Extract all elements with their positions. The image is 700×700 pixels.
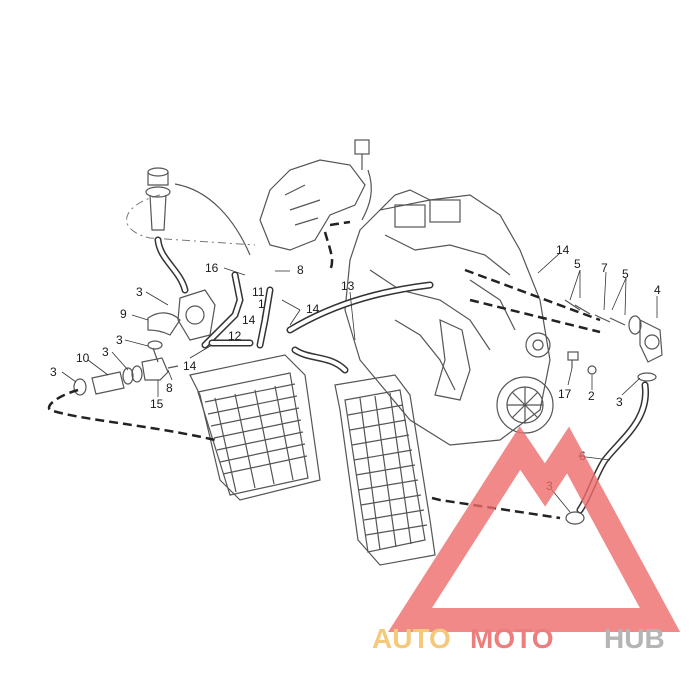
engine-block (344, 189, 554, 446)
callout-5-b: 5 (622, 267, 629, 281)
callout-3-far-left: 3 (50, 365, 57, 379)
callout-15: 15 (150, 397, 164, 411)
filler-cap (145, 167, 189, 294)
callout-3-left-mid: 3 (116, 333, 123, 347)
right-radiator (334, 374, 436, 566)
callout-3-thermostat: 3 (136, 285, 143, 299)
callout-1: 1 (258, 297, 265, 311)
dashed-hose-left (47, 388, 216, 442)
callout-14-lower: 14 (183, 359, 197, 373)
callout-14-mid: 14 (306, 302, 320, 316)
callout-14-left: 14 (242, 313, 256, 327)
callout-13: 13 (341, 279, 355, 293)
watermark-auto: AUTO (372, 623, 451, 654)
watermark-triangle-icon (388, 426, 681, 632)
thermostat-housing (147, 289, 216, 341)
callout-8-top: 8 (297, 263, 304, 277)
callout-7: 7 (601, 261, 608, 275)
callout-16: 16 (205, 261, 219, 275)
sensor-fittings (567, 351, 597, 375)
callout-3-right: 3 (616, 395, 623, 409)
callout-2: 2 (588, 389, 595, 403)
callout-10: 10 (76, 351, 90, 365)
dashed-hose-top (323, 220, 351, 271)
callout-4: 4 (654, 283, 661, 297)
callout-8-lower: 8 (166, 381, 173, 395)
callout-9: 9 (120, 307, 127, 321)
watermark-text: AUTO MOTO HUB (372, 623, 665, 654)
dashed-hose-bottom (431, 496, 561, 520)
expansion-tank (259, 139, 372, 251)
callout-11: 11 (252, 285, 265, 299)
left-radiator (189, 354, 321, 501)
leader-lines (61, 252, 658, 513)
callout-5-a: 5 (574, 257, 581, 271)
callout-3-left-b: 3 (102, 345, 109, 359)
watermark-hub: HUB (604, 623, 665, 654)
watermark-logo (388, 426, 681, 632)
left-lower-hoses (73, 340, 179, 396)
callout-17: 17 (558, 387, 572, 401)
callout-14-top-right: 14 (556, 243, 570, 257)
callout-12: 12 (228, 329, 242, 343)
overflow-hose (174, 183, 251, 256)
watermark-moto: MOTO (470, 623, 553, 654)
